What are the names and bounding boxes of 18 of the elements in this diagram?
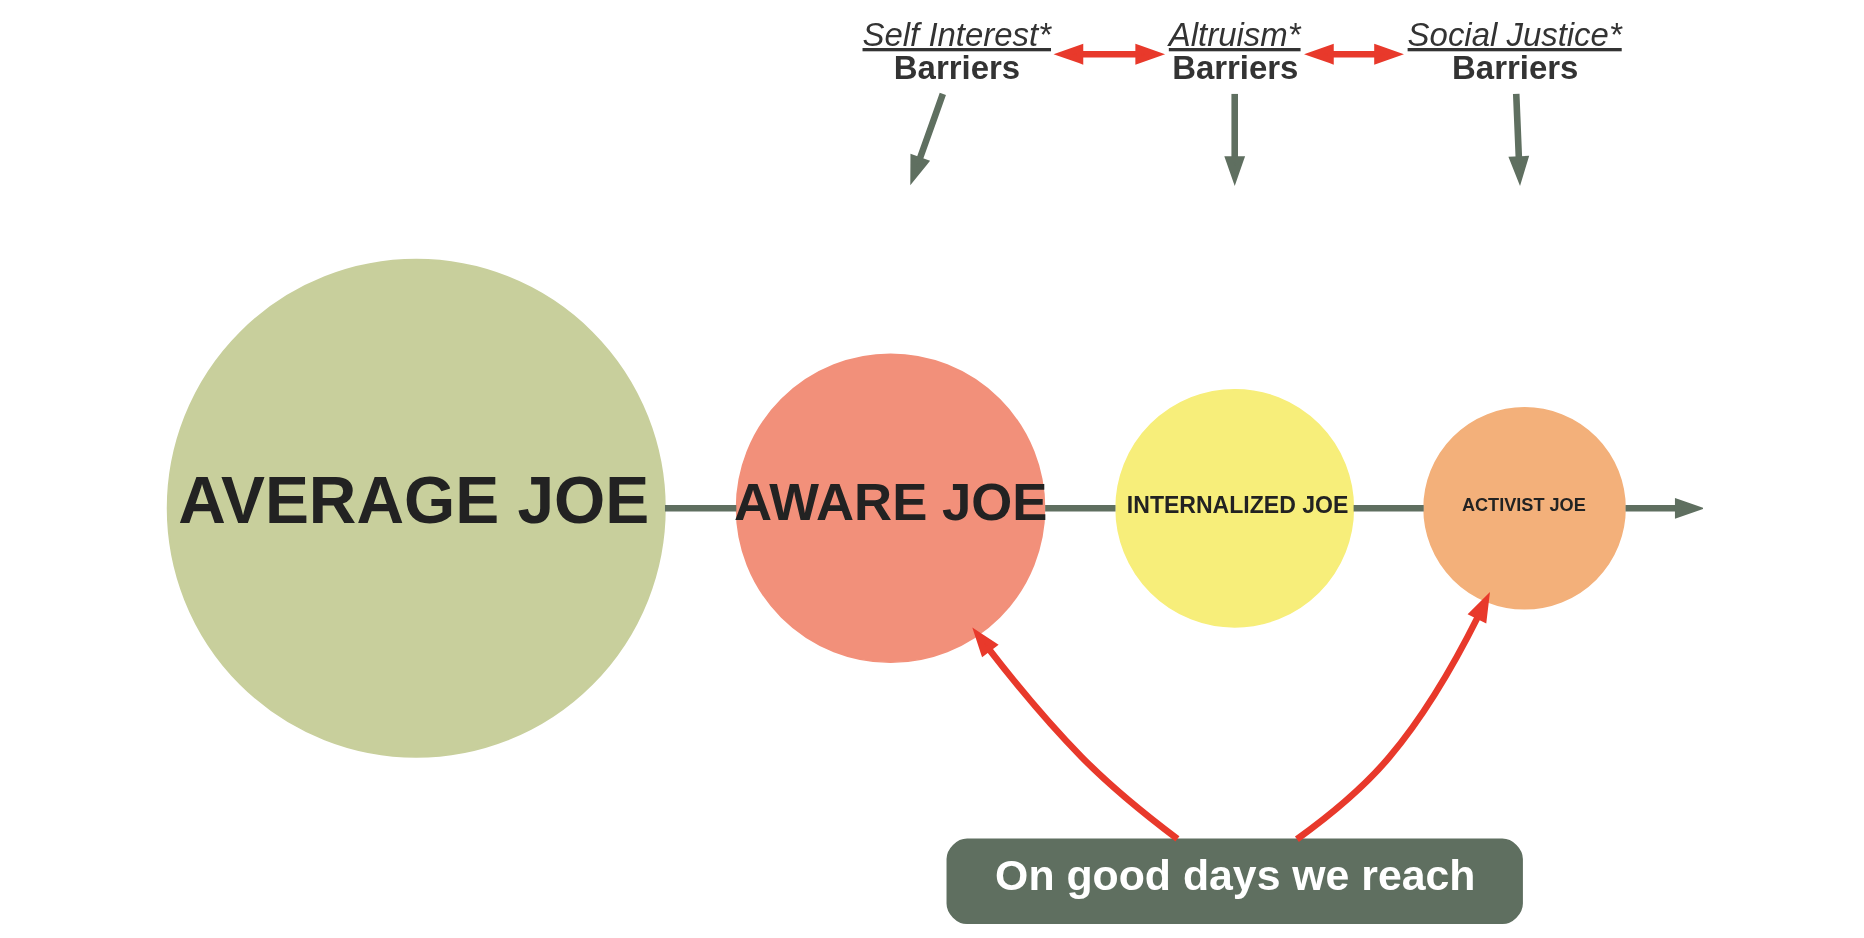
node-box: On good days we reach xyxy=(946,838,1523,925)
arrow xyxy=(910,92,946,186)
arrow xyxy=(972,627,1180,842)
arrow xyxy=(1294,592,1490,842)
connector xyxy=(664,505,737,512)
arrow xyxy=(1224,93,1246,186)
node-circle: ACTIVIST JOE xyxy=(1423,407,1626,610)
node-text: Self Interest* Barriers xyxy=(862,16,1052,86)
node-circle: INTERNALIZED JOE xyxy=(1115,388,1355,628)
arrow xyxy=(1304,43,1404,65)
connector xyxy=(1353,505,1424,512)
arrow xyxy=(1053,43,1166,65)
node-circle: AVERAGE JOE xyxy=(166,258,666,758)
arrow xyxy=(1625,497,1703,519)
node-text: Altruism* Barriers xyxy=(1168,16,1301,86)
arrow xyxy=(1508,93,1530,186)
node-text: Social Justice* Barriers xyxy=(1407,16,1622,86)
connector xyxy=(1045,505,1116,512)
